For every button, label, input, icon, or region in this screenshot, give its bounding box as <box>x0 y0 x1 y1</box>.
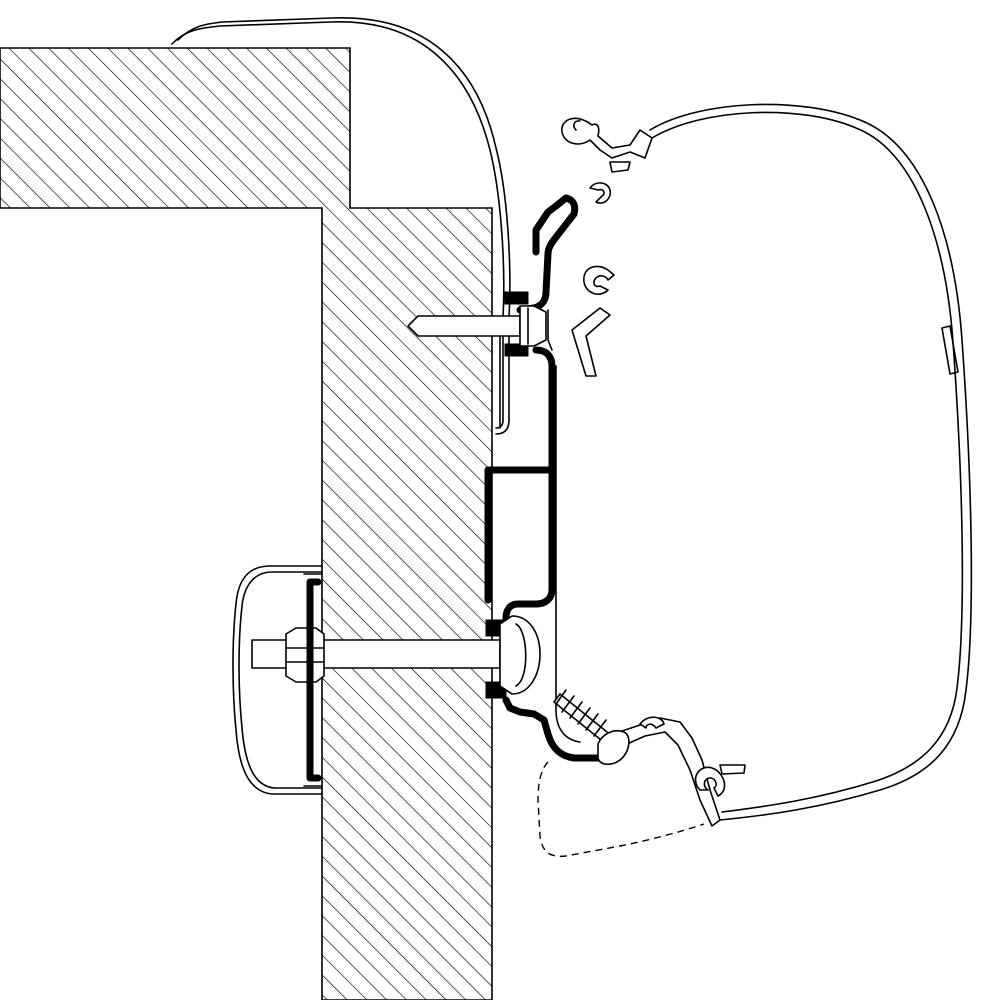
alternate-profile-outline <box>537 761 705 858</box>
awning-cassette-housing <box>561 103 973 827</box>
adapter-rail-bracket <box>484 194 614 762</box>
self-tapping-screw <box>553 689 630 766</box>
upper-wood-screw <box>407 305 547 347</box>
nut-and-washer <box>285 627 325 683</box>
inner-cover-cap <box>232 565 323 795</box>
vehicle-wall-section <box>0 47 493 1000</box>
